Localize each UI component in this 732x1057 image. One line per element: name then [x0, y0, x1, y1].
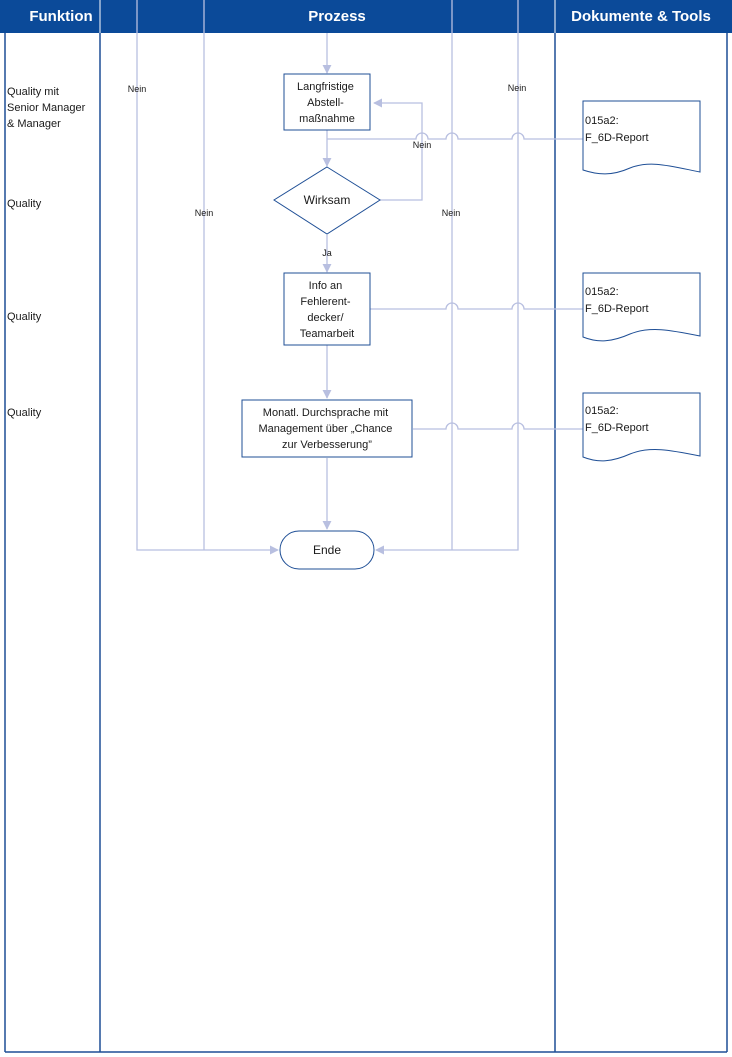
label-line: F_6D-Report — [585, 422, 649, 434]
document-label: 015a2: F_6D-Report — [585, 286, 649, 315]
label-line: 015a2: — [585, 115, 619, 127]
connector-doc-2 — [369, 302, 583, 310]
document-shape — [582, 392, 701, 462]
connector-nein-left-outer — [136, 0, 279, 555]
node-langfristige-abstellmassnahme: Langfristige Abstell- maßnahme — [283, 73, 371, 131]
process-nodes: Langfristige Abstell- maßnahme Wirksam I… — [241, 73, 413, 570]
edge-label-nein: Nein — [195, 208, 214, 218]
label-line: Management über „Chance — [259, 423, 393, 435]
label-line: Quality mit — [7, 86, 59, 98]
edge-label-nein: Nein — [413, 140, 432, 150]
label-line: Monatl. Durchsprache mit — [263, 407, 388, 419]
header-bar: Funktion Prozess Dokumente & Tools — [0, 0, 732, 33]
label-line: Langfristige — [297, 81, 354, 93]
document-label: 015a2: F_6D-Report — [585, 405, 649, 434]
label-line: 015a2: — [585, 405, 619, 417]
label-line: Senior Manager — [7, 102, 86, 114]
process-box — [283, 73, 371, 131]
node-info-fehlerentdecker: Info an Fehlerent- decker/ Teamarbeit — [283, 272, 371, 346]
document-shape — [582, 272, 701, 342]
lane-borders — [4, 33, 728, 1053]
process-box — [241, 399, 413, 458]
connector-doc-3 — [413, 422, 583, 430]
decision-diamond — [273, 166, 381, 235]
terminator-label: Ende — [313, 543, 341, 557]
edge-label-nein: Nein — [128, 84, 147, 94]
connector-nein-right-outer — [375, 0, 519, 555]
header-background — [0, 0, 732, 33]
process-box-label: Langfristige Abstell- maßnahme — [297, 81, 357, 125]
node-ende-terminator: Ende — [279, 530, 375, 570]
process-box — [283, 272, 371, 346]
document-shape — [582, 100, 701, 175]
function-label: Quality — [7, 311, 42, 323]
document-label: 015a2: F_6D-Report — [585, 115, 649, 144]
label-line: 015a2: — [585, 286, 619, 298]
edge-labels: Nein Nein Nein Nein Nein Ja — [128, 83, 527, 258]
edge-label-ja: Ja — [322, 248, 332, 258]
connectors — [136, 0, 583, 555]
function-label: Quality — [7, 198, 42, 210]
process-box-label: Info an Fehlerent- decker/ Teamarbeit — [300, 280, 354, 340]
process-box-label: Monatl. Durchsprache mit Management über… — [259, 407, 396, 451]
label-line: F_6D-Report — [585, 132, 649, 144]
label-line: F_6D-Report — [585, 303, 649, 315]
node-monatl-durchsprache: Monatl. Durchsprache mit Management über… — [241, 399, 413, 458]
document-015a2-f6d-report: 015a2: F_6D-Report — [582, 272, 701, 342]
label-line: Abstell- — [307, 97, 344, 109]
label-line: Fehlerent- — [300, 296, 350, 308]
header-prozess: Prozess — [308, 8, 366, 25]
function-label: Quality — [7, 407, 42, 419]
connector-nein-loop — [373, 98, 423, 201]
connector-doc-1 — [327, 132, 583, 140]
edge-label-nein: Nein — [442, 208, 461, 218]
label-line: zur Verbesserung” — [282, 439, 372, 451]
decision-label: Wirksam — [304, 193, 351, 207]
label-line: Teamarbeit — [300, 328, 354, 340]
document-015a2-f6d-report: 015a2: F_6D-Report — [582, 100, 701, 175]
header-funktion: Funktion — [29, 8, 92, 25]
node-wirksam-decision: Wirksam — [273, 166, 381, 235]
label-line: Info an — [309, 280, 343, 292]
documents: 015a2: F_6D-Report 015a2: F_6D-Report 01… — [582, 100, 701, 462]
label-line: maßnahme — [299, 113, 355, 125]
function-label: Quality mit Senior Manager & Manager — [7, 86, 88, 130]
function-labels: Quality mit Senior Manager & Manager Qua… — [7, 86, 88, 419]
terminator-shape — [279, 530, 375, 570]
edge-label-nein: Nein — [508, 83, 527, 93]
label-line: & Manager — [7, 118, 61, 130]
header-dokumente: Dokumente & Tools — [571, 8, 711, 25]
label-line: decker/ — [307, 312, 344, 324]
document-015a2-f6d-report: 015a2: F_6D-Report — [582, 392, 701, 462]
